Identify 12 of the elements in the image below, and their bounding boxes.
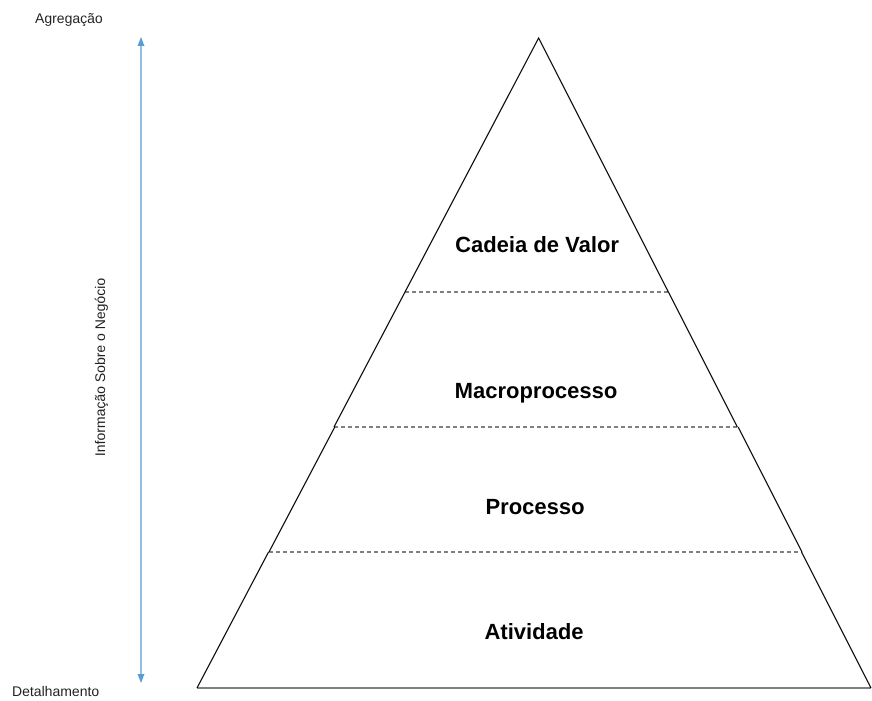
level-label: Atividade [484,621,584,643]
pyramid-level [268,427,802,552]
pyramid-level [334,292,738,427]
axis-label: Informação Sobre o Negócio [93,278,107,456]
pyramid-level [197,552,871,688]
double-arrow [137,37,145,683]
level-label: Processo [486,496,585,518]
pyramid-level [405,38,669,292]
axis-end-label: Agregação [35,11,103,25]
level-label: Cadeia de Valor [455,234,619,256]
level-label: Macroprocesso [454,380,618,402]
axis-end-label: Detalhamento [12,684,100,698]
